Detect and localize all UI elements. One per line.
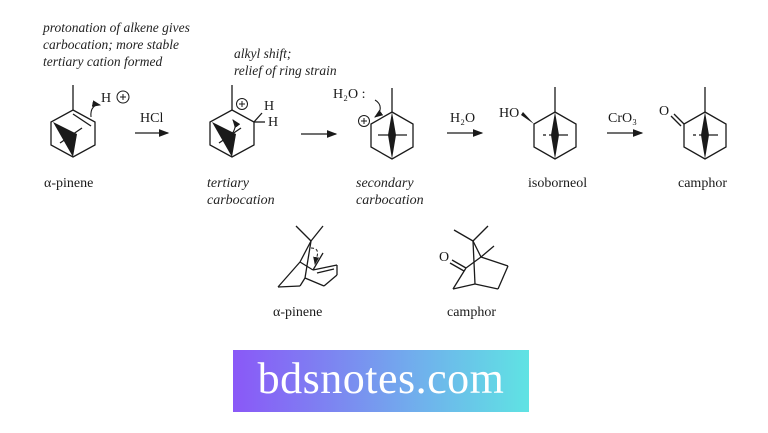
watermark-banner: bdsnotes.com [233,350,529,412]
carbonyl-oxygen-label-row2: O [439,250,450,265]
proton-label: H [101,91,112,106]
hydrogen-label-2: H [268,115,279,130]
hcl-reagent: HCl [140,111,164,126]
label-line: secondary [356,176,414,191]
alpha-pinene-structure [50,85,96,158]
water-nucleophile-label: H₂O : [333,87,366,102]
hydroxyl-label: HO [499,106,520,121]
compound-label-isoborneol: isoborneol [528,176,588,191]
hydrogen-label-1: H [264,99,275,114]
water-reagent: H₂O [450,111,476,126]
compound-label-alpha-pinene: α-pinene [44,176,94,191]
note-line: protonation of alkene gives [43,20,190,35]
carbonyl-oxygen-label: O [659,104,670,119]
note-line: alkyl shift; [234,46,292,61]
note-line: relief of ring strain [234,63,337,78]
compound-label-camphor-row2: camphor [447,305,496,320]
cro3-reagent: CrO₃ [608,111,637,126]
alpha-pinene-3d-structure [277,225,338,288]
protonation-note: protonation of alkene gives carbocation;… [43,19,190,70]
compound-label-tertiary-carbocation: tertiary carbocation [207,175,275,209]
compound-label-alpha-pinene-row2: α-pinene [273,305,323,320]
secondary-carbocation-structure [370,88,414,160]
label-line: carbocation [356,193,424,208]
label-line: tertiary [207,176,249,191]
tertiary-carbocation-structure [209,85,265,158]
compound-label-secondary-carbocation: secondary carbocation [356,175,424,209]
camphor-3d-structure [449,225,509,290]
alkyl-shift-note: alkyl shift; relief of ring strain [234,45,337,79]
isoborneol-structure [521,87,577,160]
label-line: carbocation [207,193,275,208]
watermark-text: bdsnotes.com [257,354,505,403]
compound-label-camphor: camphor [678,176,727,191]
note-line: tertiary cation formed [43,54,163,69]
note-line: carbocation; more stable [43,37,179,52]
camphor-structure-row1 [670,87,727,160]
